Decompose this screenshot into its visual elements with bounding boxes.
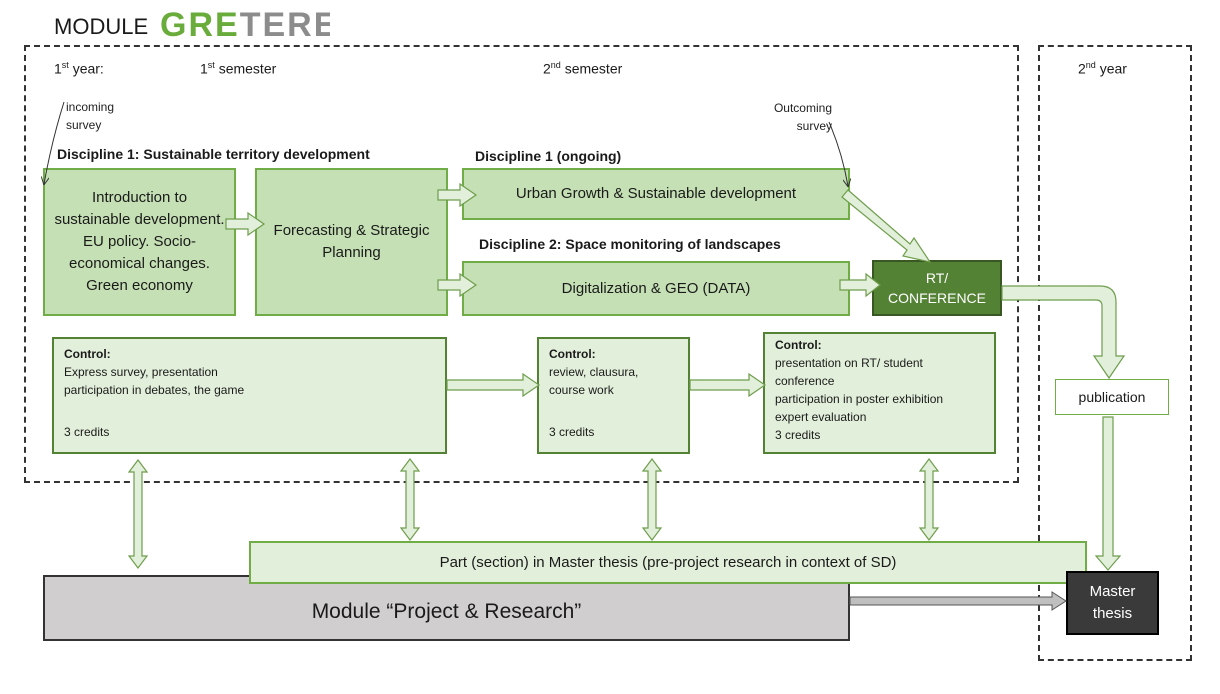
arrow-forecasting-to-digital: [437, 272, 478, 298]
arrow-forecasting-to-urban: [437, 182, 478, 208]
incoming-survey-arrow: [44, 101, 65, 184]
control-line: Express survey, presentation: [64, 365, 218, 379]
discipline1-ongoing-title: Discipline 1 (ongoing): [475, 148, 622, 164]
intro-box: Introduction to sustainable development.…: [43, 168, 236, 316]
outcoming-survey-arrow: [828, 121, 848, 186]
control-title: Control:: [64, 347, 111, 361]
control-line: presentation on RT/ student: [775, 356, 923, 370]
control-line: course work: [549, 383, 614, 397]
control-credits: 3 credits: [64, 425, 110, 439]
control-box-1: Control: Express survey, presentation pa…: [52, 337, 447, 454]
year1-region: [24, 45, 1019, 483]
arrow-urban-to-rt: [841, 189, 932, 263]
discipline1-title: Discipline 1: Sustainable territory deve…: [57, 146, 370, 162]
year2-region: [1038, 45, 1192, 661]
rt-conference-box: RT/ CONFERENCE: [872, 260, 1002, 316]
control-title: Control:: [775, 338, 822, 352]
gretere-logo: GRETERE: [160, 6, 336, 47]
discipline2-title: Discipline 2: Space monitoring of landsc…: [479, 236, 781, 252]
control-line: conference: [775, 374, 835, 388]
control-line: expert evaluation: [775, 410, 867, 424]
arrow-control2-to-control3: [689, 372, 767, 398]
control-line: review, clausura,: [549, 365, 639, 379]
module-label: MODULE: [54, 14, 149, 39]
project-research-module: Module “Project & Research”: [43, 575, 850, 641]
double-arrow-3: [641, 458, 663, 541]
arrow-rt-to-publication: [1001, 285, 1126, 380]
digitalization-box: Digitalization & GEO (DATA): [462, 261, 850, 316]
forecasting-box: Forecasting & Strategic Planning: [255, 168, 448, 316]
master-thesis-box: Master thesis: [1066, 571, 1159, 635]
control-box-2: Control: review, clausura, course work 3…: [537, 337, 690, 454]
control-box-3: Control: presentation on RT/ student con…: [763, 332, 996, 454]
arrow-project-to-master: [849, 591, 1067, 611]
arrow-publication-to-master: [1094, 416, 1122, 571]
urban-growth-box: Urban Growth & Sustainable development: [462, 168, 850, 220]
control-credits: 3 credits: [549, 425, 595, 439]
control-title: Control:: [549, 347, 596, 361]
master-thesis-part-box: Part (section) in Master thesis (pre-pro…: [249, 541, 1087, 584]
semester1-label: 1st semester: [200, 60, 277, 77]
control-credits: 3 credits: [775, 428, 821, 442]
semester2-label: 2nd semester: [543, 60, 623, 77]
double-arrow-4: [918, 458, 940, 541]
arrow-digital-to-rt: [839, 272, 881, 298]
arrow-intro-to-forecasting: [225, 211, 266, 237]
publication-box: publication: [1055, 379, 1169, 415]
double-arrow-1: [127, 459, 149, 569]
project-research-label: Module “Project & Research”: [311, 600, 582, 623]
control-line: participation in poster exhibition: [775, 392, 944, 406]
incoming-survey-note: incoming survey: [66, 100, 115, 132]
control-line: participation in debates, the game: [64, 383, 245, 397]
year2-label: 2nd year: [1078, 60, 1127, 77]
outcoming-survey-note: Outcoming survey: [773, 101, 832, 133]
year1-label: 1st year:: [54, 60, 104, 77]
svg-text:GRETERE: GRETERE: [160, 6, 330, 42]
arrow-control1-to-control2: [446, 372, 541, 398]
double-arrow-2: [399, 458, 421, 541]
gretere-logo-image: GRETERE: [160, 6, 336, 44]
